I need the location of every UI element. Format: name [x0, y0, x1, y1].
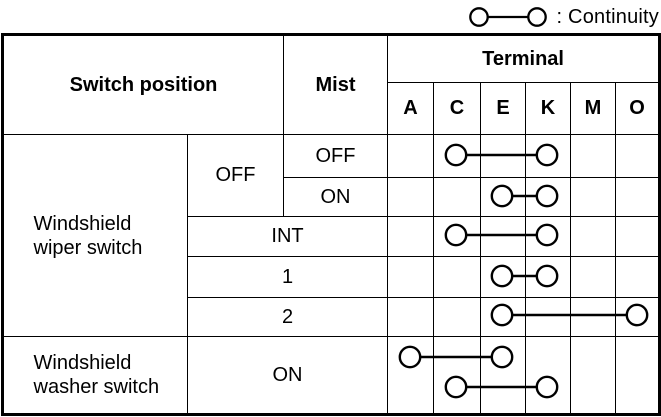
terminal-grid-cell — [433, 177, 481, 217]
terminal-grid-cell — [614, 336, 661, 415]
terminal-grid-cell — [525, 336, 571, 415]
terminal-letter-o: O — [614, 82, 661, 135]
terminal-grid-cell — [433, 297, 481, 337]
terminal-grid-cell — [570, 216, 616, 257]
terminal-grid-cell — [387, 177, 434, 217]
terminal-grid-cell — [433, 256, 481, 298]
wiper-position-off-cell: OFF — [187, 134, 284, 217]
washer-switch-label: Windshield washer switch — [2, 336, 188, 415]
terminal-letter-e: E — [480, 82, 526, 135]
terminal-grid-cell — [614, 177, 661, 217]
terminal-grid-cell — [614, 216, 661, 257]
terminal-grid-cell — [614, 256, 661, 298]
terminal-grid-cell — [525, 256, 571, 298]
terminal-grid-cell — [570, 256, 616, 298]
terminal-grid-cell — [614, 134, 661, 178]
wiper-position-2-cell: 2 — [187, 297, 388, 337]
terminal-letter-k: K — [525, 82, 571, 135]
terminal-grid-cell — [480, 216, 526, 257]
terminal-grid-cell — [480, 297, 526, 337]
mist-off-cell: OFF — [283, 134, 388, 178]
terminal-grid-cell — [480, 177, 526, 217]
terminal-grid-cell — [387, 297, 434, 337]
terminal-grid-cell — [387, 336, 434, 415]
terminal-grid-cell — [525, 177, 571, 217]
terminal-grid-cell — [480, 336, 526, 415]
wiper-position-int-cell: INT — [187, 216, 388, 257]
terminal-grid-cell — [525, 297, 571, 337]
terminal-grid-cell — [570, 177, 616, 217]
terminal-grid-cell — [387, 134, 434, 178]
continuity-symbol-icon — [468, 7, 547, 27]
terminal-letter-m: M — [570, 82, 616, 135]
terminal-letter-c: C — [433, 82, 481, 135]
terminal-grid-cell — [433, 216, 481, 257]
terminal-grid-cell — [570, 134, 616, 178]
washer-position-on-cell: ON — [187, 336, 388, 415]
terminal-letter-a: A — [387, 82, 434, 135]
terminal-grid-cell — [433, 336, 481, 415]
terminal-grid-cell — [387, 216, 434, 257]
terminal-grid-cell — [525, 134, 571, 178]
header-terminal: Terminal — [386, 34, 661, 83]
terminal-grid-cell — [433, 134, 481, 178]
terminal-grid-cell — [570, 336, 616, 415]
continuity-table: Switch position Mist Terminal A C E K M … — [1, 33, 661, 416]
terminal-grid-cell — [480, 134, 526, 178]
terminal-grid-cell — [387, 256, 434, 298]
wiper-position-1-cell: 1 — [187, 256, 388, 298]
terminal-grid-cell — [570, 297, 616, 337]
continuity-legend: : Continuity — [466, 2, 659, 32]
terminal-grid-cell — [525, 216, 571, 257]
legend-label: : Continuity — [556, 5, 659, 28]
terminal-grid-cell — [614, 297, 661, 337]
header-switch-position: Switch position — [2, 34, 284, 135]
terminal-grid-cell — [480, 256, 526, 298]
wiper-switch-label: Windshield wiper switch — [2, 134, 188, 337]
header-mist: Mist — [283, 34, 388, 135]
mist-on-cell: ON — [283, 177, 388, 217]
